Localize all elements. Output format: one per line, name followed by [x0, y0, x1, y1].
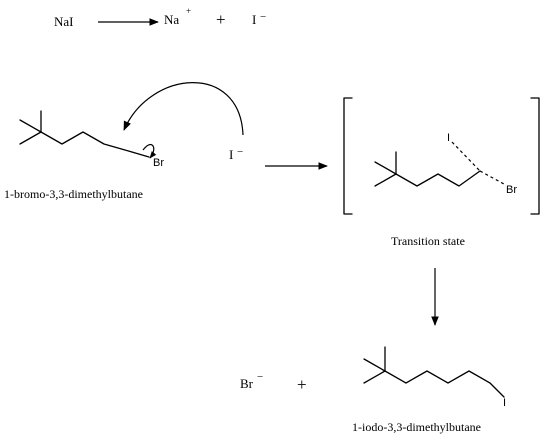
- iodide-charge: −: [260, 11, 266, 23]
- products-plus: +: [297, 375, 307, 394]
- nucleophilic-attack-arrow: [123, 82, 244, 136]
- products: Br − + I 1-iodo-3,3-dimethylbutane: [240, 346, 506, 434]
- bromide-charge: −: [257, 371, 263, 383]
- nucleophile-charge: −: [237, 146, 243, 158]
- ts-iodine-label: I: [447, 132, 450, 144]
- ts-bromine-label: Br: [506, 184, 517, 196]
- product-methyl-left: [363, 358, 386, 372]
- leaving-group-arrow: [142, 144, 157, 159]
- equation-plus: +: [216, 10, 226, 29]
- ts-bracket-left: [343, 97, 353, 215]
- nai-label: NaI: [54, 14, 74, 29]
- substrate-structure: Br 1-bromo-3,3-dimethylbutane: [4, 110, 164, 201]
- substrate-methyl-left: [19, 119, 42, 133]
- substrate-skeleton: [19, 131, 150, 158]
- nucleophile: I −: [229, 146, 243, 162]
- iodide-ion-label: I: [252, 12, 256, 27]
- product-iodine-label: I: [503, 397, 506, 409]
- product-skeleton: [363, 370, 505, 398]
- nucleophile-label: I: [229, 147, 233, 162]
- ts-bracket-right: [530, 97, 540, 215]
- ts-methyl-left: [374, 161, 397, 175]
- sodium-charge: +: [186, 6, 191, 16]
- product-name: 1-iodo-3,3-dimethylbutane: [352, 420, 481, 434]
- ts-skeleton: [374, 170, 481, 187]
- dissociation-equation: NaI Na + + I −: [54, 6, 266, 29]
- ts-label: Transition state: [391, 234, 465, 248]
- sodium-ion-label: Na: [164, 12, 179, 27]
- ts-partial-bond-br: [479, 170, 505, 185]
- transition-state: I Br Transition state: [343, 97, 540, 248]
- ts-partial-bond-i: [451, 141, 481, 172]
- bromide-label: Br: [240, 376, 254, 391]
- substrate-name: 1-bromo-3,3-dimethylbutane: [4, 187, 143, 201]
- substrate-br-label: Br: [153, 157, 164, 169]
